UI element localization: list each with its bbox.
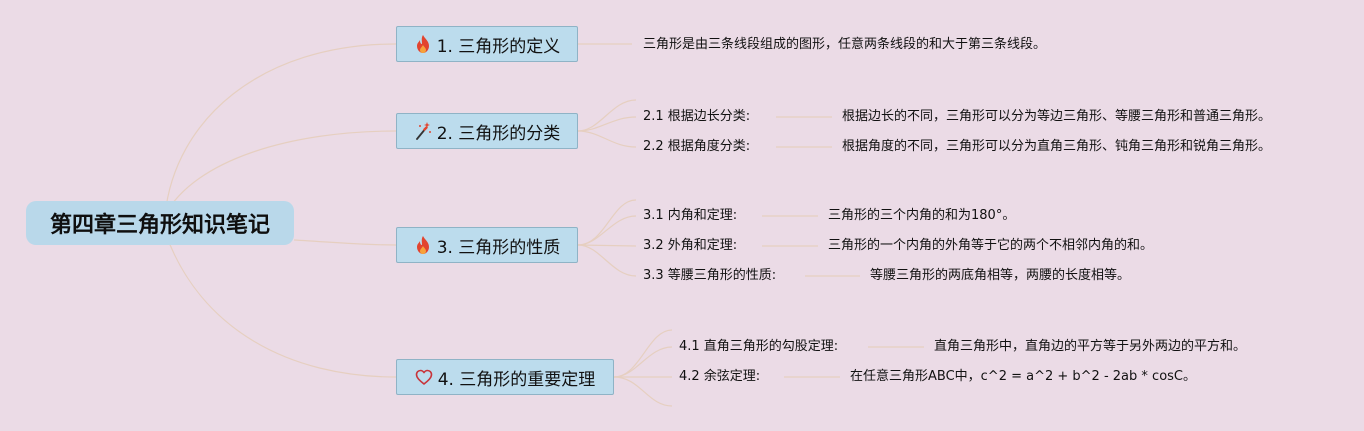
branch-topic-title: 2. 三角形的分类	[436, 123, 561, 144]
heart-icon	[415, 367, 433, 387]
branch-topic-title: 3. 三角形的性质	[436, 237, 561, 258]
subtopic-label: 3.3 等腰三角形的性质:	[643, 268, 777, 283]
root-topic[interactable]: 第四章三角形知识笔记	[26, 201, 294, 245]
subtopic-desc: 在任意三角形ABC中，c^2 = a^2 + b^2 - 2ab * cosC。	[850, 369, 1196, 384]
subtopic-label: 4.1 直角三角形的勾股定理:	[679, 339, 839, 354]
branch-topic-classification[interactable]: 2. 三角形的分类	[396, 113, 578, 149]
subtopic-desc: 等腰三角形的两底角相等，两腰的长度相等。	[870, 268, 1131, 283]
subtopic-desc: 根据边长的不同，三角形可以分为等边三角形、等腰三角形和普通三角形。	[842, 109, 1272, 124]
connector-root-branch-3	[293, 239, 397, 246]
root-topic-title: 第四章三角形知识笔记	[49, 213, 270, 238]
connector-b4-tail	[613, 376, 673, 407]
subtopic-label: 3.1 内角和定理:	[643, 208, 738, 223]
subtopic-label: 4.2 余弦定理:	[679, 369, 761, 384]
branch-topic-properties[interactable]: 3. 三角形的性质	[396, 227, 578, 263]
subtopic-label: 2.1 根据边长分类:	[643, 109, 751, 124]
subtopic-label: 3.2 外角和定理:	[643, 238, 738, 253]
branch-topic-theorems[interactable]: 4. 三角形的重要定理	[396, 359, 614, 395]
connector-b2-fork	[577, 99, 637, 132]
subtopic-desc: 直角三角形中，直角边的平方等于另外两边的平方和。	[934, 339, 1247, 354]
connector-b3-1	[577, 215, 637, 246]
connector-b3-3	[577, 244, 637, 277]
connector-b3-fork	[577, 199, 637, 246]
fire-icon	[414, 34, 432, 54]
branch-topic-title: 4. 三角形的重要定理	[437, 369, 596, 390]
connector-b2-2	[577, 130, 637, 148]
subtopic-desc: 三角形的一个内角的外角等于它的两个不相邻内角的和。	[828, 238, 1154, 253]
magic-wand-icon	[414, 121, 432, 141]
connector-b4-fork	[613, 329, 673, 378]
connector-b4-1	[613, 346, 673, 378]
connector-root-branch-2	[164, 130, 397, 216]
connector-root-branch-4	[164, 231, 397, 378]
fire-icon	[414, 235, 432, 255]
subtopic-desc: 根据角度的不同，三角形可以分为直角三角形、钝角三角形和锐角三角形。	[842, 139, 1272, 154]
branch-topic-definition[interactable]: 1. 三角形的定义	[396, 26, 578, 62]
subtopic-label: 2.2 根据角度分类:	[643, 139, 751, 154]
definition-text: 三角形是由三条线段组成的图形，任意两条线段的和大于第三条线段。	[643, 37, 1047, 52]
connector-root-branch-1	[164, 43, 397, 216]
subtopic-desc: 三角形的三个内角的和为180°。	[828, 208, 1016, 223]
connector-b3-2	[577, 244, 637, 247]
branch-topic-title: 1. 三角形的定义	[436, 36, 561, 57]
